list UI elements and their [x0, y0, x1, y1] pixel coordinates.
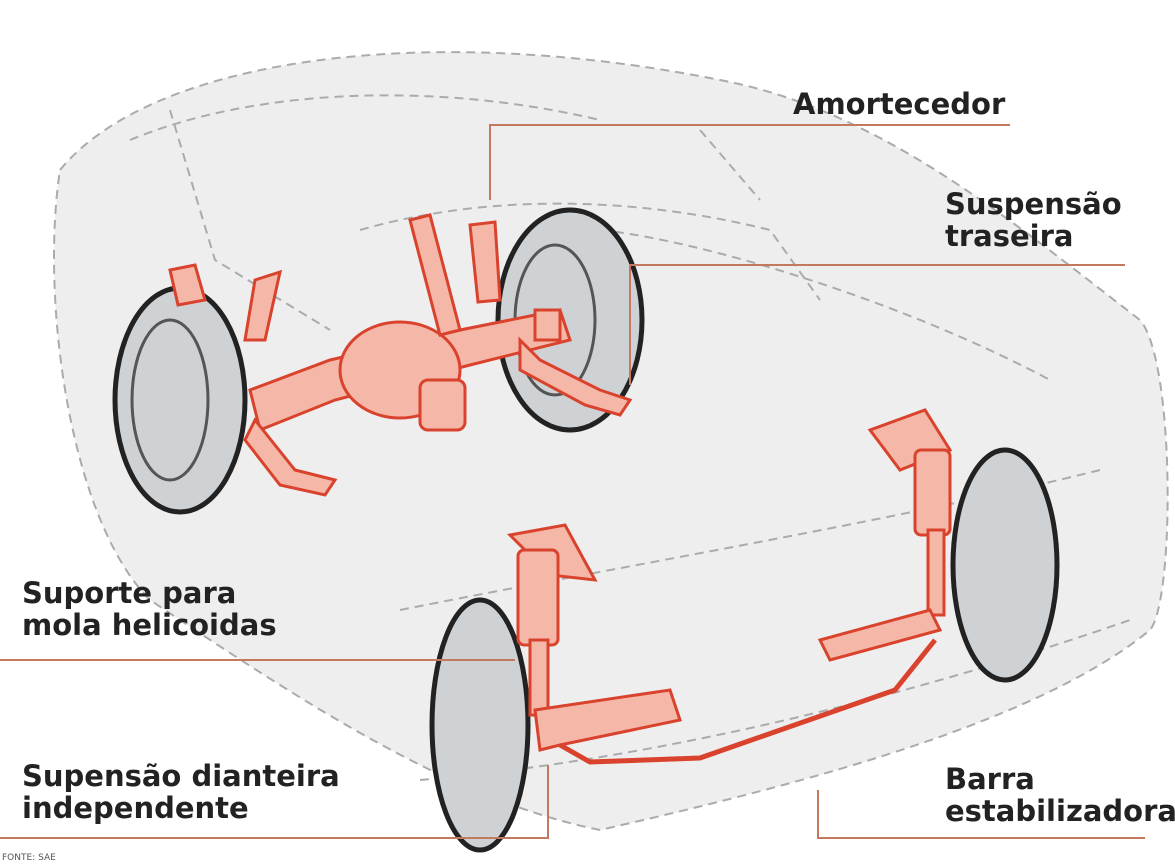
- front-left-tire: [432, 600, 528, 850]
- label-suspensao-dianteira: Supensão dianteira independente: [22, 760, 340, 824]
- label-amortecedor: Amortecedor: [793, 88, 1005, 120]
- label-line-1: Suporte para: [22, 577, 277, 609]
- label-text: Amortecedor: [793, 88, 1005, 120]
- label-line-2: independente: [22, 792, 340, 824]
- label-suporte-mola: Suporte para mola helicoidas: [22, 577, 277, 641]
- label-line-1: Barra: [945, 763, 1175, 795]
- label-line-2: mola helicoidas: [22, 609, 277, 641]
- label-line-2: estabilizadora: [945, 795, 1175, 827]
- rear-left-tire: [115, 288, 245, 512]
- label-barra-estabilizadora: Barra estabilizadora: [945, 763, 1175, 827]
- label-suspensao-traseira: Suspensão traseira: [945, 188, 1122, 252]
- label-line-1: Suspensão: [945, 188, 1122, 220]
- label-line-1: Supensão dianteira: [22, 760, 340, 792]
- front-right-tire: [953, 450, 1057, 680]
- label-line-2: traseira: [945, 220, 1122, 252]
- source-note: FONTE: SAE: [2, 853, 56, 863]
